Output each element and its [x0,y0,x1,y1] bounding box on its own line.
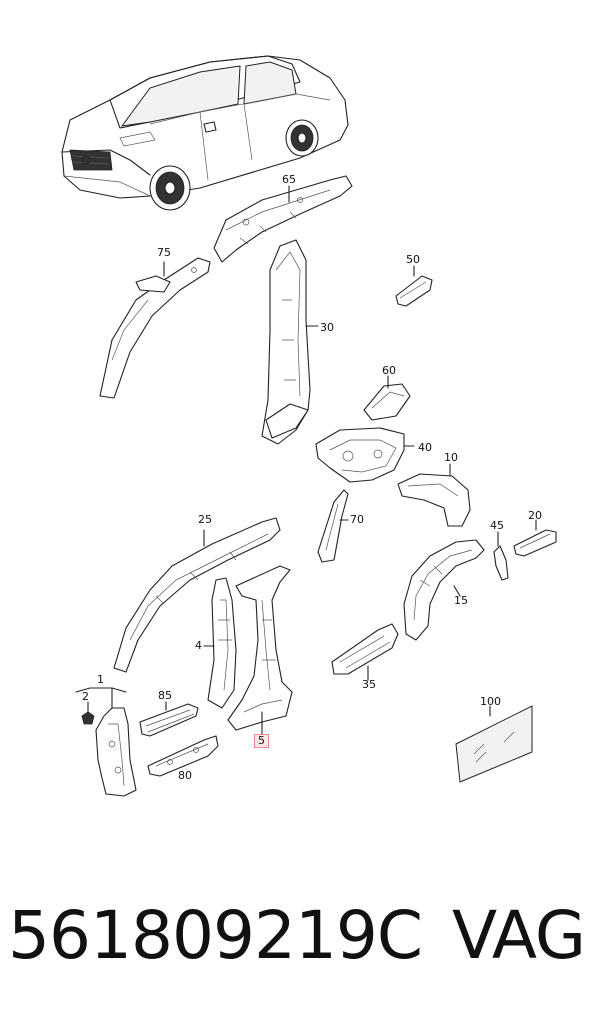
part-25 [113,517,281,673]
part-10 [397,463,471,527]
part-4 [203,577,237,709]
callout-30: 30 [320,321,334,334]
callout-80: 80 [178,769,192,782]
callout-10: 10 [444,451,458,464]
brand-name: VAG [452,897,586,974]
callout-70: 70 [350,513,364,526]
part-15 [403,539,485,641]
callout-25: 25 [198,513,212,526]
part-70 [317,489,349,563]
callout-75: 75 [157,246,171,259]
callout-4: 4 [195,639,202,652]
part-40 [315,427,415,483]
part-number: 561809219C [8,897,423,974]
part-1 [75,687,137,797]
part-100-glass [455,705,533,783]
callout-20: 20 [528,509,542,522]
part-2 [81,701,95,725]
callout-85: 85 [158,689,172,702]
callout-65: 65 [282,173,296,186]
part-30 [261,239,319,445]
part-5 [227,565,293,735]
part-75 [99,257,211,399]
car-illustration [61,55,349,211]
part-60 [363,375,411,421]
callout-60: 60 [382,364,396,377]
part-65 [213,175,353,263]
callout-15: 15 [454,594,468,607]
callout-1: 1 [97,673,104,686]
callout-35: 35 [362,678,376,691]
part-80 [147,735,219,777]
part-85 [139,701,199,737]
callout-40: 40 [418,441,432,454]
part-35 [331,623,399,681]
part-20 [513,519,557,557]
callout-50: 50 [406,253,420,266]
parts-diagram [61,55,557,797]
callout-100: 100 [480,695,501,708]
callout-45: 45 [490,519,504,532]
callout-2: 2 [82,690,89,703]
part-45 [493,531,509,581]
part-50 [395,265,433,307]
callout-5-highlighted: 5 [254,734,269,748]
